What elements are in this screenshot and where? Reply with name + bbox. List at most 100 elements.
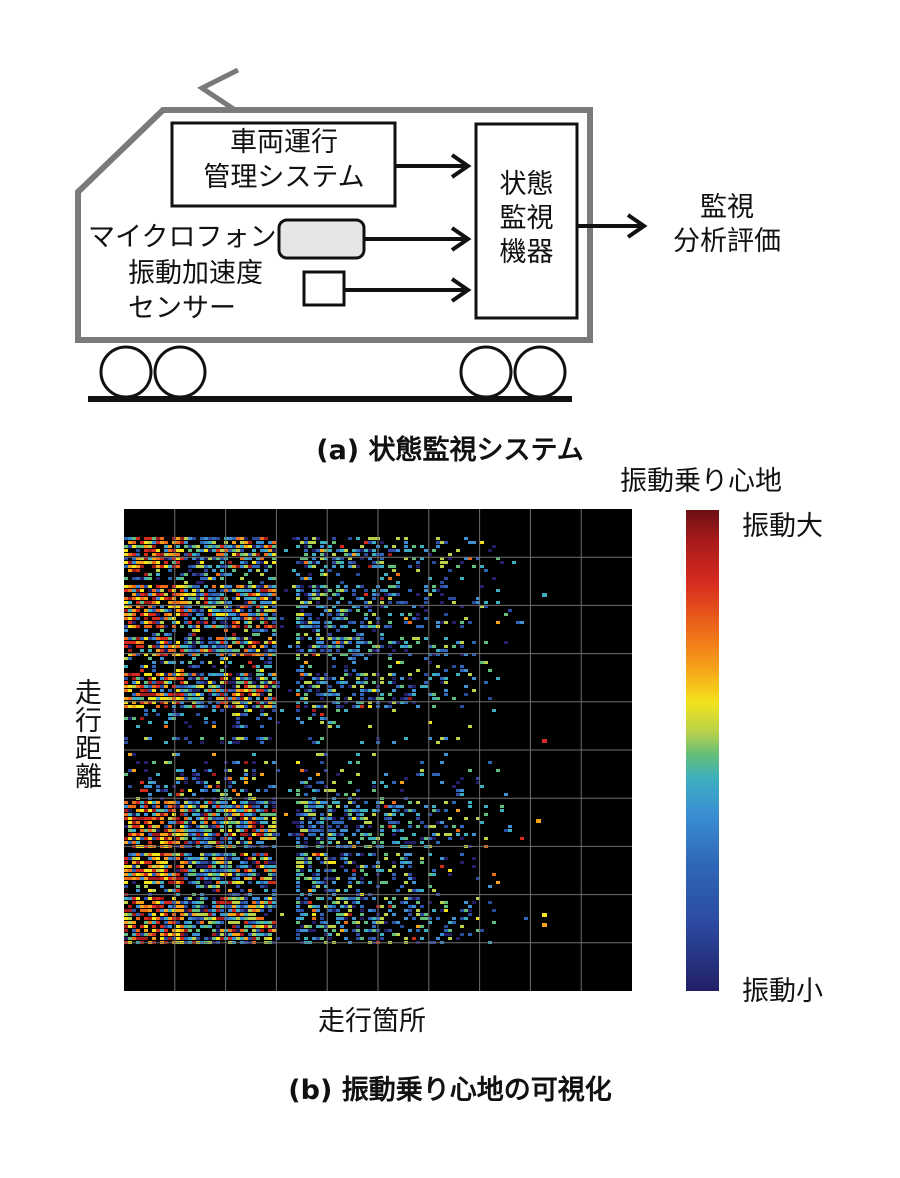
heatmap-cell: [304, 653, 308, 656]
heatmap-cell: [324, 553, 328, 556]
heatmap-cell: [192, 773, 196, 776]
heatmap-cell: [272, 681, 276, 684]
heatmap-cell: [192, 917, 196, 920]
heatmap-cell: [204, 721, 208, 724]
heatmap-cell: [128, 937, 132, 940]
heatmap-cell: [200, 621, 204, 624]
heatmap-cell: [388, 621, 392, 624]
heatmap-cell: [304, 805, 308, 808]
heatmap-cell: [312, 709, 316, 712]
heatmap-cell: [360, 653, 364, 656]
heatmap-cell: [152, 553, 156, 556]
heatmap-cell: [236, 689, 240, 692]
heatmap-cell: [136, 561, 140, 564]
heatmap-cell: [124, 701, 128, 704]
heatmap-cell: [260, 773, 264, 776]
heatmap-cell: [188, 621, 192, 624]
heatmap-cell: [328, 685, 332, 688]
heatmap-cell: [196, 689, 200, 692]
heatmap-cell: [484, 661, 488, 664]
heatmap-cell: [412, 889, 416, 892]
heatmap-cell: [152, 661, 156, 664]
heatmap-cell: [272, 589, 276, 592]
heatmap-cell: [496, 557, 500, 560]
heatmap-cell: [308, 597, 312, 600]
heatmap-cell: [344, 589, 348, 592]
heatmap-cell: [176, 613, 180, 616]
heatmap-cell: [144, 761, 148, 764]
heatmap-cell: [380, 781, 384, 784]
heatmap-cell: [196, 565, 200, 568]
heatmap-cell: [164, 693, 168, 696]
heatmap-cell: [444, 637, 448, 640]
heatmap-cell: [236, 805, 240, 808]
heatmap-cell: [148, 721, 152, 724]
heatmap-cell: [164, 857, 168, 860]
system-diagram: [75, 67, 648, 402]
heatmap-cell: [368, 725, 372, 728]
heatmap-cell: [256, 925, 260, 928]
heatmap-cell: [312, 597, 316, 600]
heatmap-cell: [296, 933, 300, 936]
heatmap-cell: [316, 625, 320, 628]
heatmap-cell: [152, 557, 156, 560]
heatmap-cell: [156, 621, 160, 624]
heatmap-cell: [240, 913, 244, 916]
heatmap-cell: [468, 769, 472, 772]
heatmap-cell: [300, 821, 304, 824]
heatmap-cell: [332, 565, 336, 568]
heatmap-cell: [160, 885, 164, 888]
heatmap-cell: [400, 885, 404, 888]
heatmap-cell: [200, 581, 204, 584]
heatmap-cell: [200, 649, 204, 652]
heatmap-cell: [212, 789, 216, 792]
heatmap-cell: [424, 657, 428, 660]
heatmap-cell: [264, 813, 268, 816]
heatmap-cell: [312, 629, 316, 632]
heatmap-cell: [308, 665, 312, 668]
heatmap-cell: [172, 585, 176, 588]
heatmap-cell: [368, 653, 372, 656]
heatmap-cell: [148, 817, 152, 820]
heatmap-cell: [360, 641, 364, 644]
heatmap-cell: [380, 905, 384, 908]
heatmap-cell: [340, 645, 344, 648]
heatmap-cell: [132, 673, 136, 676]
heatmap-cell: [304, 785, 308, 788]
heatmap-cell: [196, 581, 200, 584]
heatmap-cell: [212, 673, 216, 676]
heatmap-cell: [396, 841, 400, 844]
heatmap-cell: [364, 605, 368, 608]
heatmap-cell: [340, 925, 344, 928]
heatmap-cell: [260, 865, 264, 868]
heatmap-cell: [268, 877, 272, 880]
heatmap-cell: [304, 901, 308, 904]
heatmap-cell: [248, 585, 252, 588]
heatmap-cell: [352, 897, 356, 900]
heatmap-cell: [180, 789, 184, 792]
heatmap-cell: [388, 821, 392, 824]
heatmap-cell: [444, 645, 448, 648]
heatmap-cell: [268, 685, 272, 688]
heatmap-cell: [268, 857, 272, 860]
heatmap-cell: [184, 689, 188, 692]
heatmap-cell: [420, 821, 424, 824]
heatmap-cell: [380, 605, 384, 608]
heatmap-cell: [200, 853, 204, 856]
heatmap-cell: [312, 909, 316, 912]
heatmap-cell: [216, 705, 220, 708]
heatmap-cell: [228, 637, 232, 640]
heatmap-cell: [228, 609, 232, 612]
heatmap-cell: [160, 817, 164, 820]
heatmap-cell: [240, 861, 244, 864]
heatmap-cell: [184, 617, 188, 620]
heatmap-cell: [404, 549, 408, 552]
heatmap-cell: [144, 709, 148, 712]
heatmap-cell: [188, 693, 192, 696]
heatmap-cell: [216, 933, 220, 936]
heatmap-cell: [140, 541, 144, 544]
heatmap-cell: [404, 645, 408, 648]
heatmap-cell: [260, 929, 264, 932]
heatmap-cell: [216, 809, 220, 812]
heatmap-cell: [392, 805, 396, 808]
